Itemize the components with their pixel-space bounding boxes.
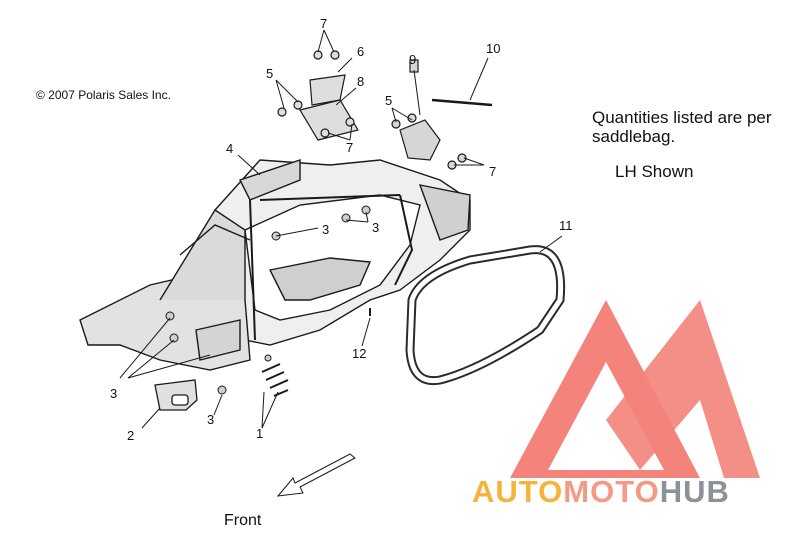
bracket-part-2: [154, 379, 198, 411]
fasteners: [165, 205, 371, 397]
saddlebag-body: [79, 159, 471, 371]
callout-11: 11: [559, 218, 573, 233]
callout-7-top: 7: [320, 16, 328, 31]
callout-7-right: 7: [489, 164, 497, 179]
brand-hub: HUB: [659, 474, 730, 509]
callout-3-center: 3: [322, 222, 330, 237]
brand-moto: MOTO: [563, 474, 660, 509]
lh-shown-label: LH Shown: [615, 162, 694, 181]
seal-part-11: [405, 245, 566, 386]
callout-4: 4: [226, 141, 234, 156]
leader-lines: [119, 29, 563, 429]
front-label: Front: [224, 512, 262, 529]
copyright-text: © 2007 Polaris Sales Inc.: [36, 88, 171, 102]
callout-2: 2: [127, 428, 135, 443]
callout-8: 8: [357, 74, 365, 89]
watermark-logo: [510, 300, 760, 478]
callout-5-left: 5: [266, 66, 274, 81]
brand-auto: AUTO: [472, 474, 564, 509]
watermark-brand-text: AUTOMOTOHUB: [472, 474, 730, 510]
callout-3-left: 3: [110, 386, 118, 401]
callout-5-right: 5: [385, 93, 393, 108]
callout-3-right: 3: [372, 220, 380, 235]
cable-part-10: [431, 98, 493, 107]
callout-9: 9: [409, 52, 417, 67]
callout-10: 10: [486, 41, 501, 56]
callout-1: 1: [256, 426, 264, 441]
front-arrow: [276, 453, 356, 497]
callout-3-bottom: 3: [207, 412, 215, 427]
callout-7-mid: 7: [346, 140, 354, 155]
callout-6: 6: [357, 44, 365, 59]
quantities-note: Quantities listed are per saddlebag.: [592, 108, 772, 146]
latch-assembly: [277, 50, 359, 141]
callout-12: 12: [352, 346, 367, 361]
lock-part-9: [391, 59, 467, 170]
